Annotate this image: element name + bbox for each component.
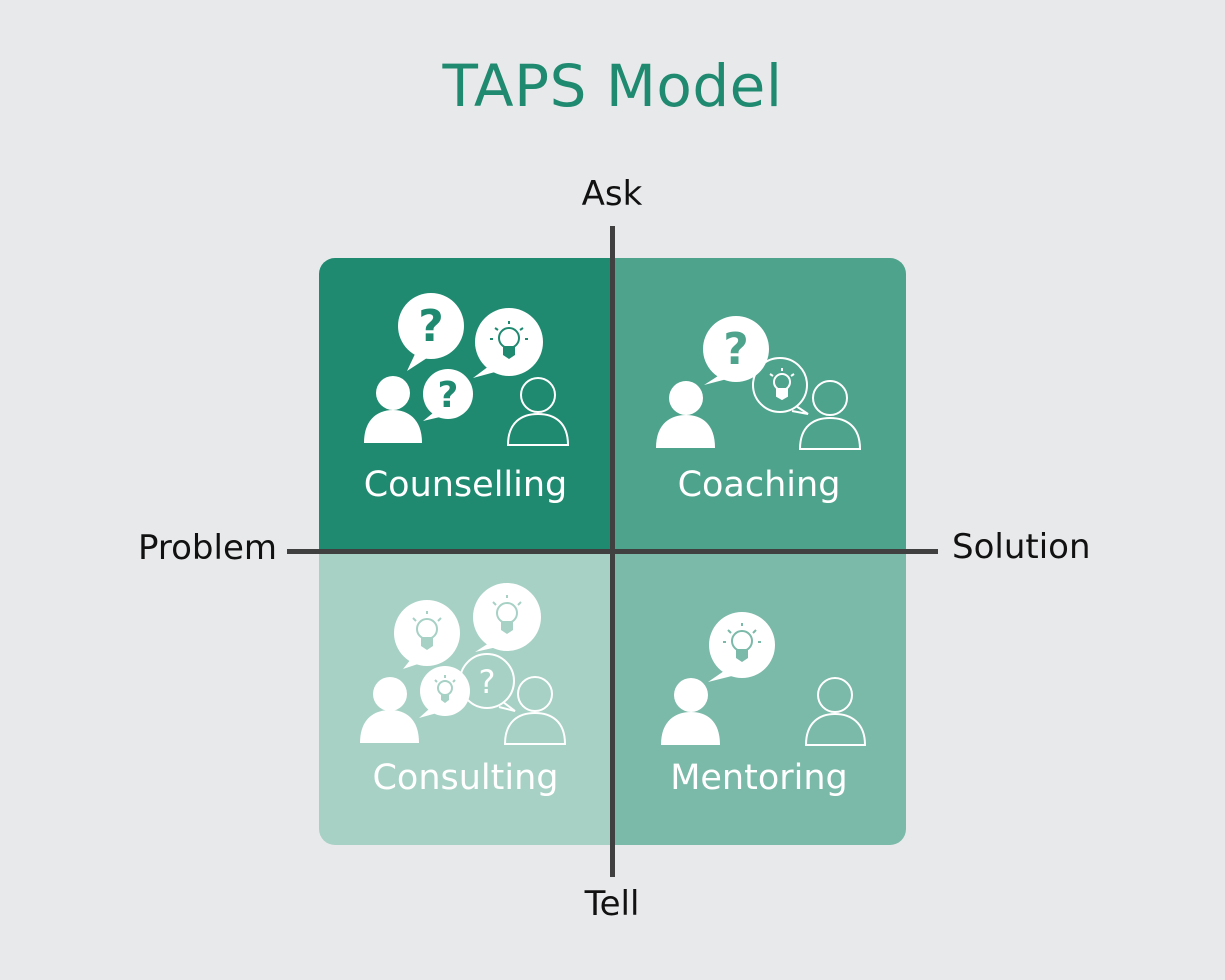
axis-label-solution: Solution <box>952 527 1091 567</box>
svg-text:?: ? <box>438 375 459 416</box>
person-outline-icon <box>798 380 862 450</box>
person-filled-icon <box>360 677 419 743</box>
consulting-illustration: ? <box>360 583 567 745</box>
svg-text:?: ? <box>479 663 496 701</box>
question-bubble-icon: ? <box>703 316 769 385</box>
svg-text:?: ? <box>723 324 749 375</box>
question-bubble-icon: ? <box>423 369 473 421</box>
person-filled-icon <box>364 376 422 443</box>
lightbulb-bubble-icon <box>394 600 460 669</box>
svg-text:?: ? <box>418 301 444 352</box>
quadrant-consulting: ? Consulting <box>319 551 612 845</box>
person-outline-icon <box>804 677 867 746</box>
lightbulb-bubble-icon <box>708 612 775 682</box>
quadrant-label: Mentoring <box>670 758 848 798</box>
person-outline-icon <box>506 377 570 446</box>
mentoring-illustration <box>661 612 867 746</box>
quadrant-label: Coaching <box>677 465 841 505</box>
quadrant-label: Counselling <box>363 465 568 505</box>
person-filled-icon <box>661 678 720 745</box>
lightbulb-bubble-icon <box>473 583 541 652</box>
axis-label-problem: Problem <box>137 528 277 568</box>
person-outline-icon <box>503 676 567 745</box>
counselling-illustration: ? ? <box>364 293 570 446</box>
lightbulb-bubble-icon <box>473 308 543 378</box>
quadrant-counselling: ? ? C <box>319 258 612 551</box>
coaching-illustration: ? <box>656 316 862 450</box>
quadrant-mentoring: Mentoring <box>612 551 906 845</box>
quadrant-label: Consulting <box>372 758 559 798</box>
lightbulb-bubble-icon <box>752 357 809 415</box>
question-bubble-icon: ? <box>398 293 464 371</box>
lightbulb-bubble-icon <box>419 666 470 718</box>
axis-label-ask: Ask <box>581 174 643 214</box>
axis-label-tell: Tell <box>584 884 640 924</box>
person-filled-icon <box>656 381 715 448</box>
axis-horizontal <box>287 549 938 554</box>
quadrant-coaching: ? Coaching <box>612 258 906 551</box>
page-title: TAPS Model <box>442 52 783 120</box>
